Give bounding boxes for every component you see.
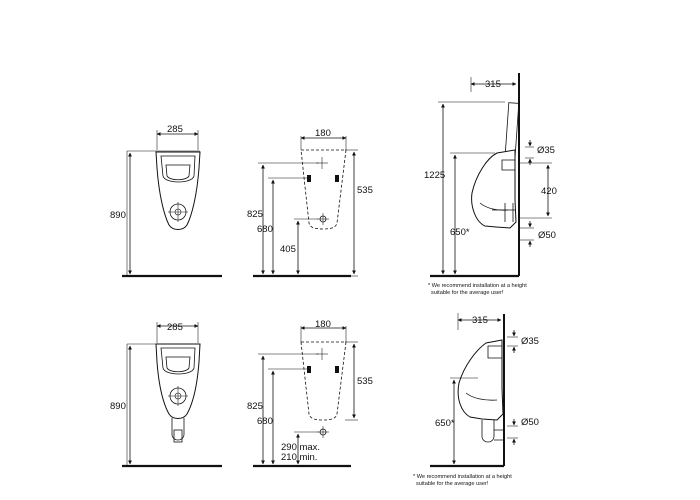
bottom-wall-825-label: 825 [247, 401, 263, 412]
top-side-1225-label: 1225 [424, 170, 445, 181]
top-wall-view [253, 136, 358, 278]
top-front-width-label: 285 [167, 124, 183, 135]
top-wall-680-label: 680 [257, 224, 273, 235]
bottom-side-depth-label: 315 [472, 315, 488, 326]
bottom-wall-width-label: 180 [315, 319, 331, 330]
bottom-side-view [430, 313, 518, 468]
top-side-650-label: 650* [450, 227, 470, 238]
bottom-front-height-label: 890 [110, 401, 126, 412]
top-wall-405-label: 405 [280, 244, 296, 255]
urinal-side-profile [457, 339, 504, 421]
bottom-wall-view [253, 326, 358, 468]
top-side-depth-label: 315 [485, 79, 501, 90]
bottom-wall-535-label: 535 [357, 376, 373, 387]
urinal-side-profile [471, 149, 517, 229]
bottom-side-650-label: 650* [435, 418, 455, 429]
bottom-wall-680-label: 680 [257, 416, 273, 427]
bottom-front-view [122, 322, 222, 468]
top-front-view [122, 130, 222, 278]
top-front-height-label: 890 [110, 210, 126, 221]
wall-mount-outline-dashed [300, 341, 347, 421]
top-side-view [430, 73, 552, 278]
top-side-outlet-label: Ø50 [538, 230, 556, 241]
trap-pipe [171, 418, 185, 441]
bottom-wall-min-label: 210 min. [281, 452, 317, 463]
bottom-note-line1: * We recommend installation at a height [413, 474, 512, 480]
bottom-wall-max-label: 290 max. [281, 442, 320, 453]
bottom-note-line2: suitable for the average user! [416, 481, 489, 487]
wall-mount-outline-dashed [300, 149, 347, 230]
top-side-inlet-label: Ø35 [537, 145, 555, 156]
bottom-side-outlet-label: Ø50 [521, 417, 539, 428]
bottom-side-inlet-label: Ø35 [521, 336, 539, 347]
top-wall-width-label: 180 [315, 128, 331, 139]
top-note-line2: suitable for the average user! [431, 290, 504, 296]
trap-pipe [481, 420, 495, 443]
top-side-420-label: 420 [541, 186, 557, 197]
urinal-front-outline [155, 343, 201, 419]
top-wall-825-label: 825 [247, 209, 263, 220]
top-wall-535-label: 535 [357, 185, 373, 196]
top-note-line1: * We recommend installation at a height [428, 283, 527, 289]
urinal-front-outline [155, 151, 201, 230]
bottom-front-width-label: 285 [167, 322, 183, 333]
